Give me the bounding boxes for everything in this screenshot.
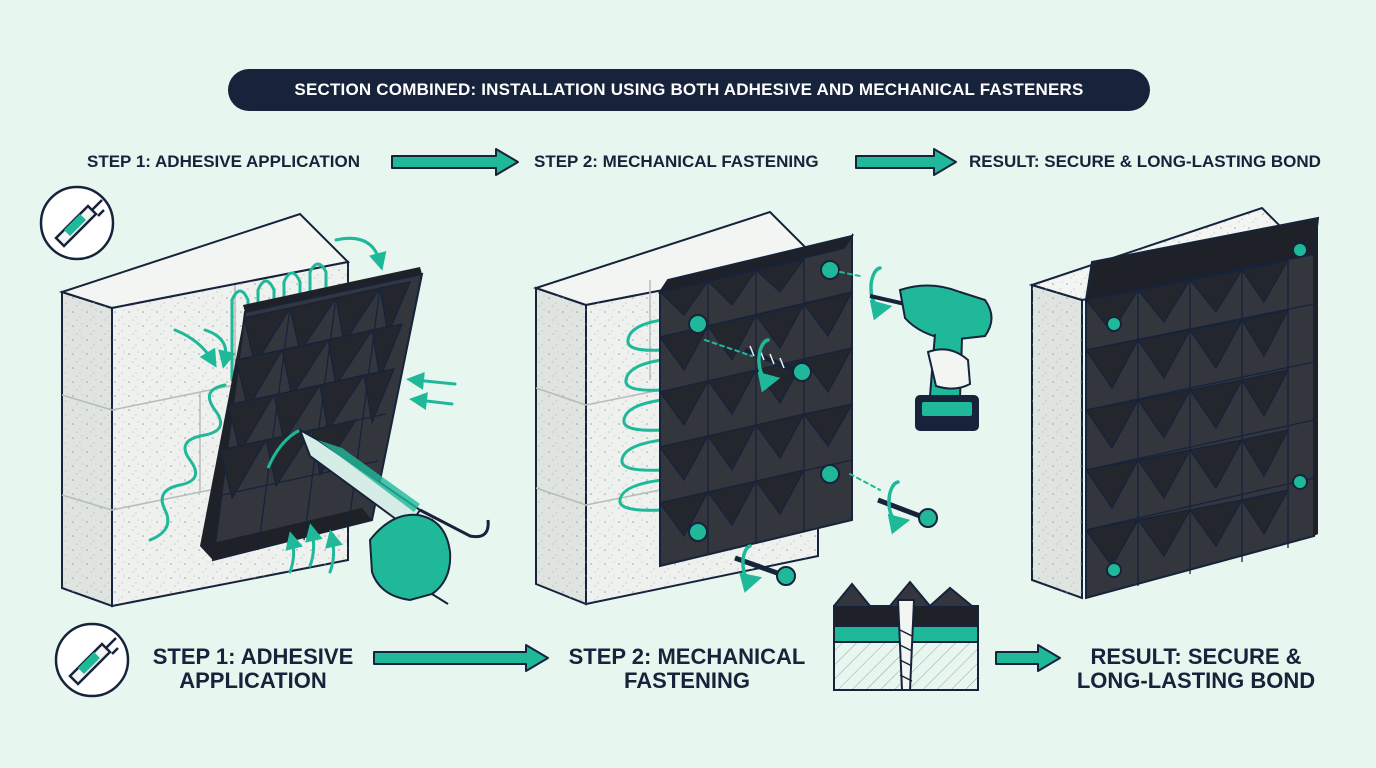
bottom-step-1-line2: APPLICATION	[179, 668, 327, 693]
bottom-step-1-line1: STEP 1: ADHESIVE	[152, 644, 354, 669]
section-title: SECTION COMBINED: INSTALLATION USING BOT…	[228, 69, 1150, 111]
panel-2-pyramid-grid	[658, 257, 854, 555]
gloved-hand-1	[368, 513, 452, 605]
adhesive-beads-1	[148, 262, 328, 542]
fastener-washers-2	[688, 260, 840, 542]
panel-move-arrows	[285, 236, 457, 574]
bottom-step-result-line2: LONG-LASTING BOND	[1076, 668, 1316, 693]
adhesive-tube-icon	[39, 185, 130, 698]
bottom-step-2-line1: STEP 2: MECHANICAL	[568, 644, 806, 669]
fastener-washers-3	[1106, 242, 1308, 578]
bottom-step-2-label: STEP 2: MECHANICAL FASTENING	[556, 645, 818, 693]
top-flow-arrows	[391, 148, 957, 176]
top-step-2-label: STEP 2: MECHANICAL FASTENING	[534, 152, 819, 171]
adhesive-beads-2	[618, 318, 664, 512]
drill-icon	[869, 284, 993, 431]
bottom-flow-arrows	[373, 644, 1061, 672]
top-step-result-label: RESULT: SECURE & LONG-LASTING BOND	[969, 152, 1321, 171]
bottom-step-2-line2: FASTENING	[624, 668, 750, 693]
fastener-cross-section	[833, 580, 979, 691]
rotation-arrow-icon	[704, 266, 911, 593]
bottom-step-result-label: RESULT: SECURE & LONG-LASTING BOND	[1068, 645, 1324, 693]
bottom-step-1-label: STEP 1: ADHESIVE APPLICATION	[148, 645, 358, 693]
panel-3-pyramid-grid	[1084, 259, 1315, 586]
top-step-1-label: STEP 1: ADHESIVE APPLICATION	[87, 152, 360, 171]
bottom-step-result-line1: RESULT: SECURE &	[1090, 644, 1302, 669]
